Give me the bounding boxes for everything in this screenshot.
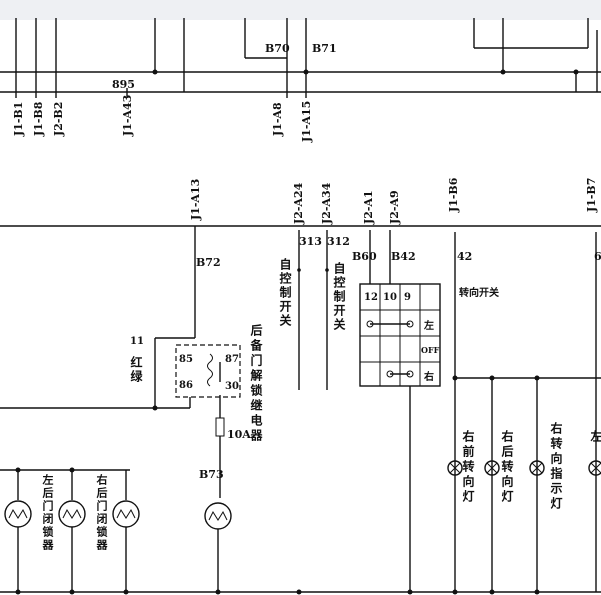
label-right-lock: 右后门闭锁器	[95, 474, 108, 552]
turn-lamps	[447, 232, 601, 592]
switch-pos-off: OFF	[421, 345, 440, 355]
wire-label-b71: B71	[312, 42, 337, 55]
relay-pin-85: 85	[179, 354, 193, 365]
wire-label-895: 895	[112, 78, 135, 91]
relay-pin-86: 86	[179, 380, 193, 391]
wire-label-b60: B60	[352, 250, 377, 263]
turn-switch-title: 转向开关	[459, 286, 499, 299]
label-turn-indicator: 右转向指示灯	[549, 422, 563, 512]
left-lock-motors	[0, 467, 140, 592]
wire-label-60: 60	[594, 250, 601, 263]
wire-label-313: 313	[299, 235, 322, 248]
switch-pos-right: 右	[423, 370, 434, 383]
connector-j2b2: J2-B2	[52, 102, 65, 137]
top-toolbar-strip	[0, 0, 601, 20]
connector-j1b8: J1-B8	[32, 101, 45, 137]
label-front-turn-lamp: 右前转向灯	[461, 430, 475, 505]
label-relay-name: 后备门解锁继电器	[249, 324, 263, 444]
switch-col-10: 10	[383, 292, 397, 303]
connector-j1a15: J1-A15	[300, 101, 313, 143]
relay-circuit	[0, 226, 241, 498]
label-left-partial: 左	[589, 430, 601, 442]
label-left-lock: 左后门闭锁器	[41, 474, 54, 552]
connector-j1a8: J1-A8	[271, 102, 284, 137]
connector-j2a24: J2-A24	[292, 182, 305, 225]
wire-label-b70: B70	[265, 42, 290, 55]
connector-j2a9: J2-A9	[388, 190, 401, 225]
wire-label-b73: B73	[199, 468, 224, 481]
switch-pos-left: 左	[423, 319, 434, 332]
wire-label-312: 312	[327, 235, 350, 248]
fuse-10a: 10A	[227, 428, 251, 441]
connector-j1a43: J1-A43	[121, 95, 134, 137]
switch-col-12: 12	[364, 292, 378, 303]
wire-label-42: 42	[457, 250, 472, 263]
switch-col-9: 9	[404, 292, 411, 303]
wire-label-b72: B72	[196, 256, 221, 269]
label-rear-turn-lamp: 右后转向灯	[500, 430, 514, 505]
auto-switches	[297, 230, 329, 390]
relay-motor	[204, 502, 232, 590]
label-red-green: 红绿	[129, 356, 143, 384]
top-wires	[0, 18, 601, 98]
connector-j2a1: J2-A1	[362, 190, 375, 225]
connector-j1b1: J1-B1	[12, 102, 25, 137]
connector-j1a13: J1-A13	[189, 179, 202, 221]
wire-label-b42: B42	[391, 250, 416, 263]
connector-j1b7: J1-B7	[585, 178, 598, 213]
connector-j2a34: J2-A34	[320, 182, 333, 225]
relay-pin-87: 87	[225, 354, 239, 365]
relay-pin-30: 30	[225, 381, 239, 392]
label-auto-switch-1: 自控制开关	[278, 258, 292, 328]
connector-j1b6: J1-B6	[447, 177, 460, 213]
ground-dots	[15, 589, 540, 595]
turn-switch-table	[359, 230, 441, 592]
wire-number-11: 11	[130, 336, 144, 347]
label-auto-switch-2: 自控制开关	[332, 262, 346, 332]
